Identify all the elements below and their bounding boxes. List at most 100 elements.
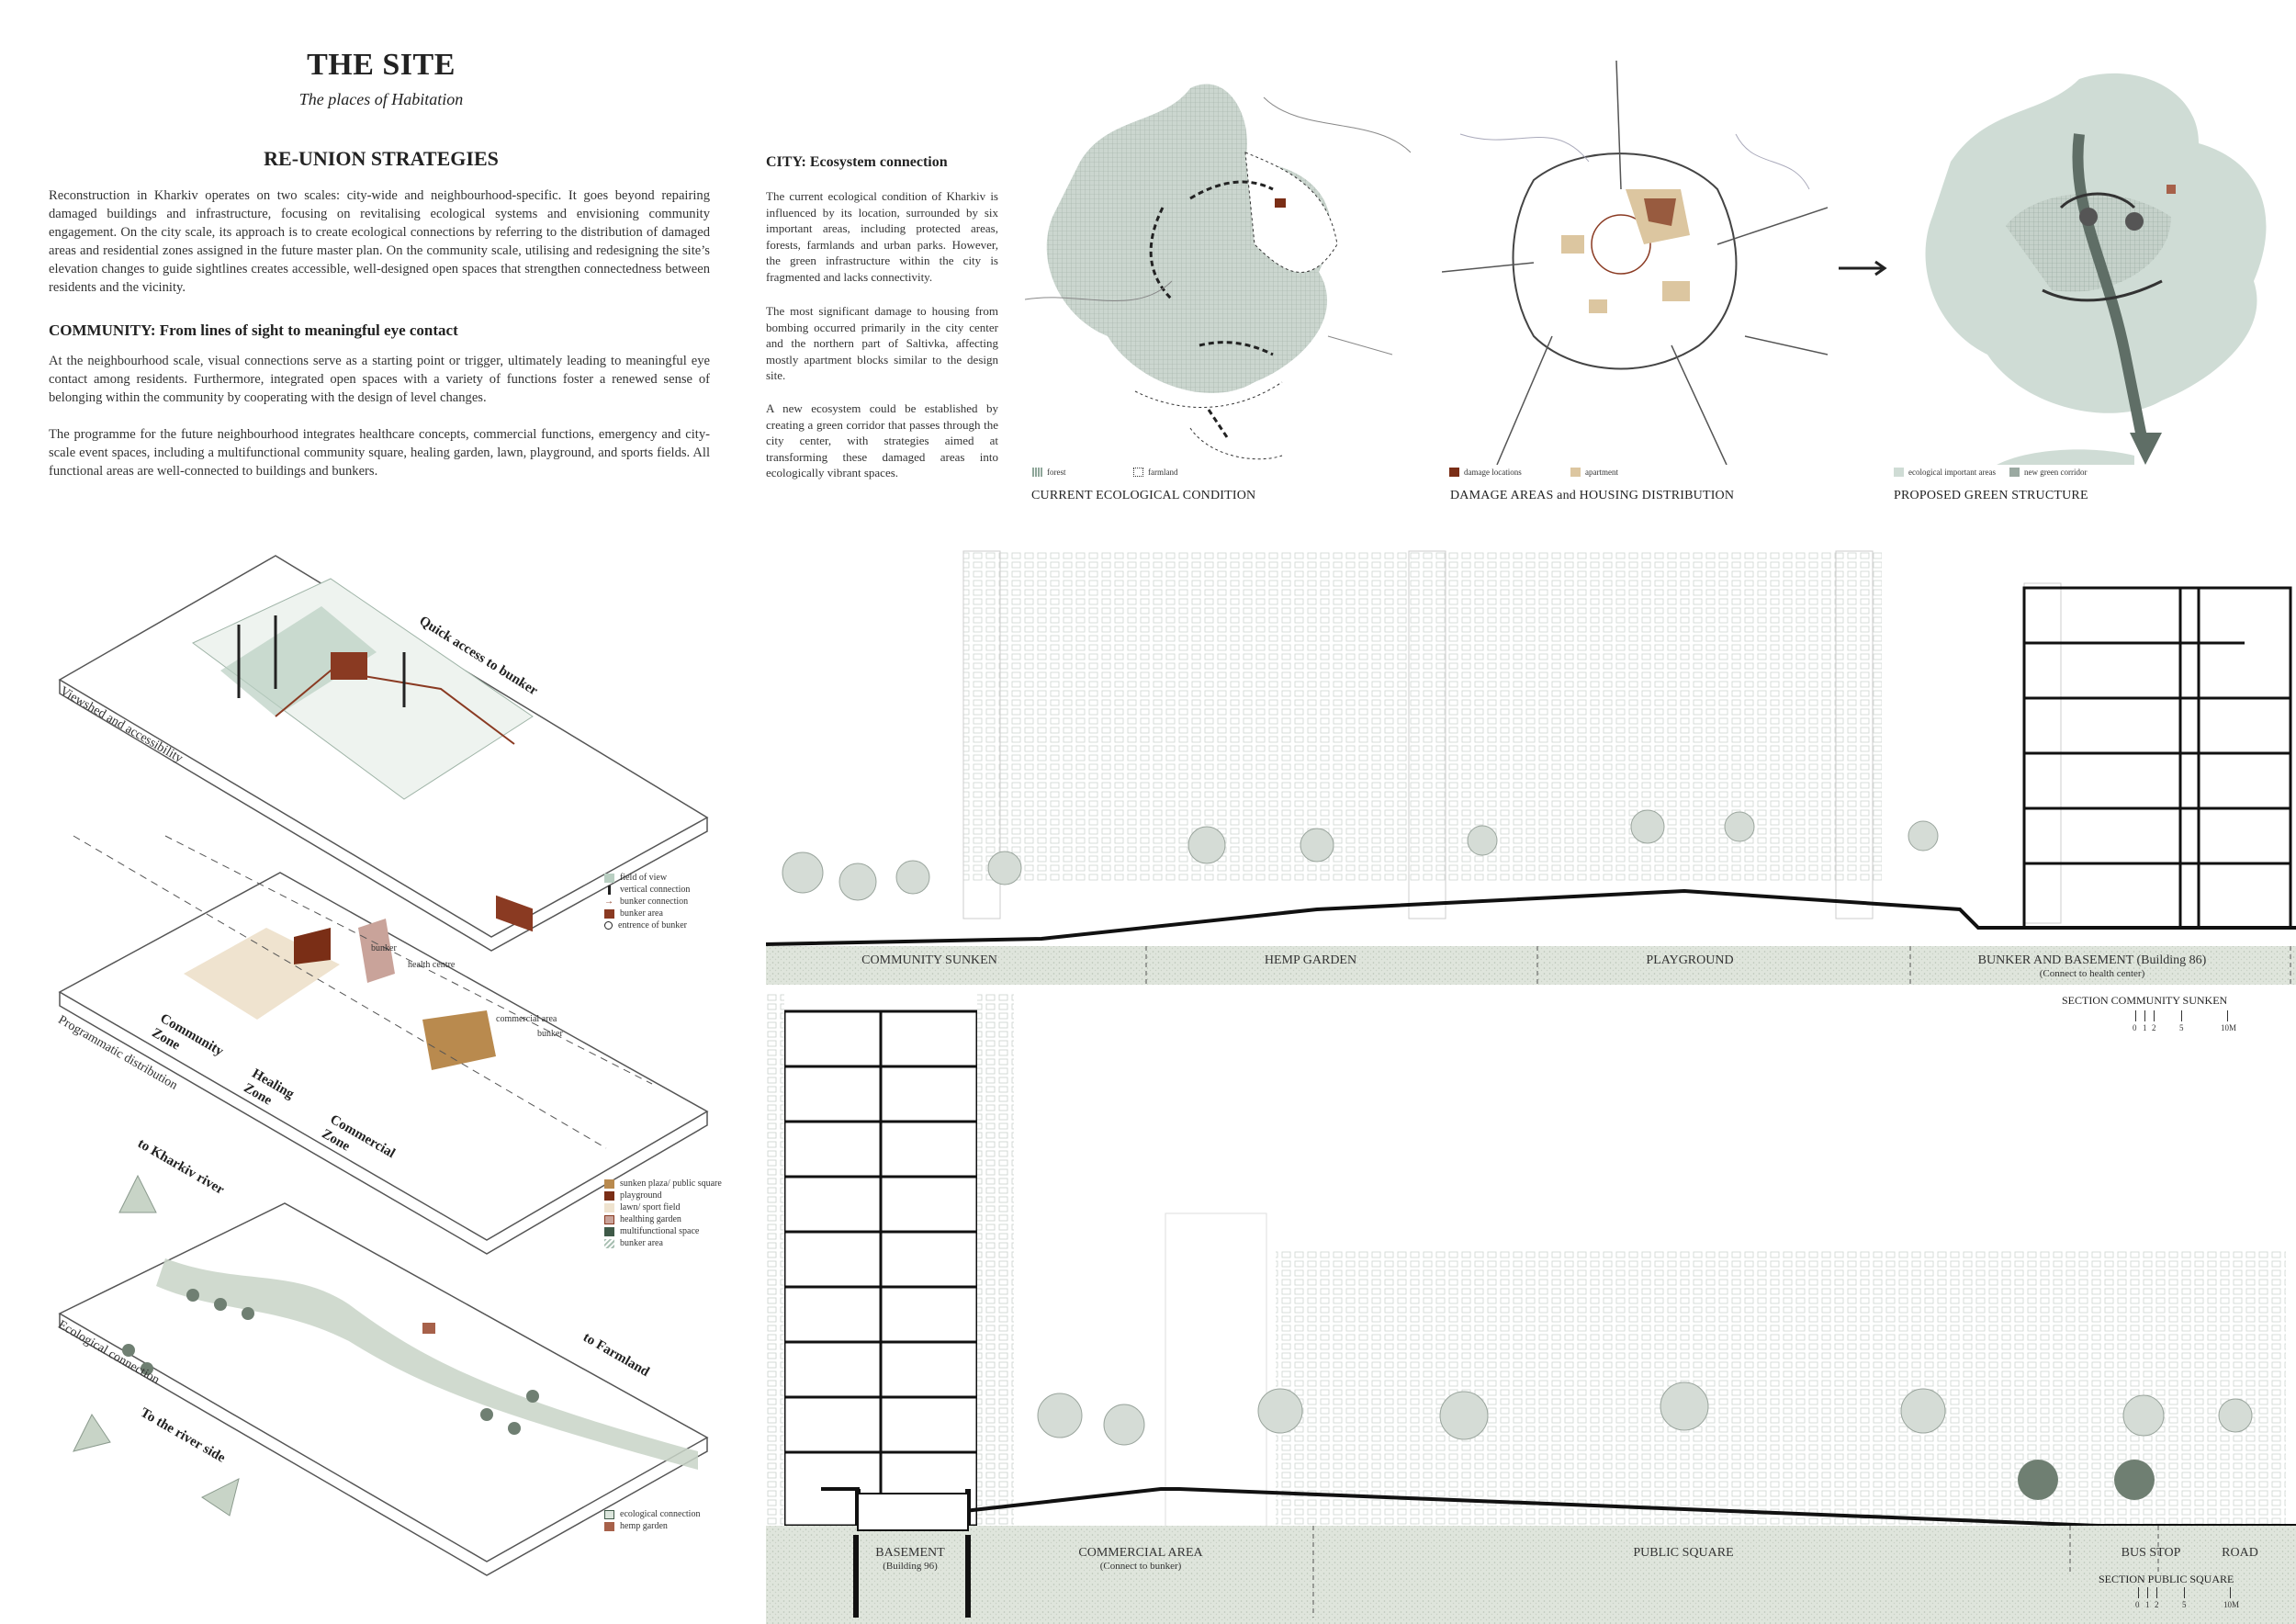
farmland-swatch-icon [1133, 468, 1143, 477]
swatch-icon [604, 1202, 614, 1212]
map3-legend-ecological: ecological important areas [1894, 468, 1996, 477]
zone-label: PUBLIC SQUARE [1633, 1546, 1734, 1560]
legend-label: vertical connection [620, 885, 691, 895]
zone-label: ROAD [2222, 1546, 2258, 1560]
arrow-right-icon [1839, 260, 1887, 276]
strategies-intro: Reconstruction in Kharkiv operates on tw… [49, 188, 710, 295]
zone-public-square: PUBLIC SQUARE [1633, 1546, 1733, 1561]
legend-item: healthing garden [604, 1213, 722, 1225]
circle-icon [604, 921, 613, 930]
vertical-connection-icon [608, 885, 611, 895]
axo2-legend: sunken plaza/ public square playground l… [604, 1178, 722, 1249]
legend-item: vertical connection [604, 884, 690, 896]
zone-bus-stop: BUS STOP [2122, 1546, 2181, 1561]
legend-item: multifunctional space [604, 1225, 722, 1237]
map1-legend-farmland: farmland [1133, 468, 1177, 477]
map-proposed-green-structure [1925, 73, 2267, 465]
zone-basement: BASEMENT(Building 96) [875, 1546, 944, 1573]
axo-programmatic [58, 835, 709, 1255]
swatch-icon [604, 1190, 614, 1201]
annotation-bunker: bunker [371, 943, 397, 953]
field-of-view-swatch-icon [604, 873, 614, 883]
zone-bunker-basement: BUNKER AND BASEMENT (Building 86)(Connec… [1978, 953, 2207, 981]
map-ecological-condition [1025, 84, 1411, 460]
zone-label: BUS STOP [2121, 1546, 2181, 1560]
zone-label: HEMP GARDEN [1264, 953, 1357, 967]
zone-label: BUNKER AND BASEMENT (Building 86) [1977, 953, 2207, 967]
legend-label: forest [1047, 468, 1066, 477]
legend-item: entrence of bunker [604, 919, 690, 931]
swatch-icon [604, 1214, 614, 1224]
scale-tick-label: 5 [2182, 1600, 2187, 1609]
zone-label: BASEMENT [875, 1546, 945, 1560]
annotation-bunker-2: bunker [537, 1029, 563, 1039]
legend-label: farmland [1148, 468, 1178, 477]
legend-label: multifunctional space [620, 1226, 700, 1236]
ecological-swatch-icon [1894, 468, 1904, 477]
scale-tick-label: 10M [2223, 1600, 2240, 1609]
zone-commercial-area: COMMERCIAL AREA(Connect to bunker) [1078, 1546, 1202, 1573]
legend-label: field of view [620, 873, 668, 883]
legend-item: field of view [604, 872, 690, 884]
city-heading: CITY: Ecosystem connection [766, 154, 948, 170]
legend-item: playground [604, 1190, 722, 1201]
legend-label: bunker area [620, 1238, 663, 1248]
legend-item: hemp garden [604, 1520, 700, 1532]
map1-caption: CURRENT ECOLOGICAL CONDITION [1031, 489, 1256, 502]
damage-swatch-icon [1449, 468, 1459, 477]
corridor-swatch-icon [2009, 468, 2020, 477]
legend-item: → bunker connection [604, 896, 690, 908]
map3-caption: PROPOSED GREEN STRUCTURE [1894, 489, 2088, 502]
legend-label: healthing garden [620, 1214, 681, 1224]
zone-label: COMMUNITY SUNKEN [861, 953, 997, 967]
bunker-area-swatch-icon [604, 908, 614, 919]
scale-tick-label: 1 [2145, 1600, 2150, 1609]
zone-sublabel: (Building 96) [883, 1561, 938, 1572]
swatch-icon [604, 1179, 614, 1189]
legend-item: lawn/ sport field [604, 1201, 722, 1213]
zone-label: PLAYGROUND [1646, 953, 1734, 967]
community-paragraph-1: At the neighbourhood scale, visual conne… [49, 354, 710, 405]
swatch-icon [604, 1509, 614, 1519]
legend-label: playground [620, 1190, 662, 1201]
section-public-square-drawing [766, 993, 2296, 1624]
legend-item: bunker area [604, 908, 690, 919]
page-title: THE SITE [307, 48, 456, 82]
arrow-right-icon: → [604, 897, 613, 907]
zone-hemp-garden: HEMP GARDEN [1265, 953, 1356, 968]
legend-label: ecological connection [620, 1509, 701, 1519]
apartment-swatch-icon [1570, 468, 1581, 477]
axo1-legend: field of view vertical connection → bunke… [604, 872, 690, 931]
scale-tick-label: 0 [2133, 1023, 2137, 1032]
city-paragraph-3: A new ecosystem could be established by … [766, 401, 998, 479]
legend-label: ecological important areas [1908, 468, 1996, 477]
legend-label: bunker connection [620, 897, 689, 907]
map2-caption: DAMAGE AREAS and HOUSING DISTRIBUTION [1450, 489, 1735, 502]
section-1-title: SECTION COMMUNITY SUNKEN [2062, 994, 2228, 1007]
city-paragraph-1: The current ecological condition of Khar… [766, 189, 998, 284]
legend-label: entrence of bunker [618, 920, 687, 930]
legend-label: sunken plaza/ public square [620, 1179, 722, 1189]
legend-label: bunker area [620, 908, 663, 919]
zone-community-sunken: COMMUNITY SUNKEN [861, 953, 997, 968]
swatch-icon [604, 1238, 614, 1248]
strategies-heading: RE-UNION STRATEGIES [264, 147, 499, 170]
swatch-icon [604, 1521, 614, 1531]
zone-sublabel: (Connect to bunker) [1099, 1561, 1182, 1572]
zone-label: COMMERCIAL AREA [1078, 1546, 1203, 1560]
zone-playground: PLAYGROUND [1646, 953, 1733, 968]
map3-legend-corridor: new green corridor [2009, 468, 2087, 477]
axo-viewshed [58, 555, 709, 952]
map2-legend-apartment: apartment [1570, 468, 1618, 477]
legend-item: bunker area [604, 1237, 722, 1249]
page-subtitle: The places of Habitation [298, 90, 464, 108]
legend-item: ecological connection [604, 1508, 700, 1520]
scale-tick-label: 1 [2143, 1023, 2147, 1032]
scale-tick-label: 0 [2135, 1600, 2140, 1609]
axo-ecological [58, 1174, 709, 1576]
axonometric-diagrams [58, 555, 709, 1576]
scale-tick-label: 2 [2152, 1023, 2156, 1032]
legend-label: lawn/ sport field [620, 1202, 681, 1212]
city-paragraph-2: The most significant damage to housing f… [766, 304, 998, 382]
